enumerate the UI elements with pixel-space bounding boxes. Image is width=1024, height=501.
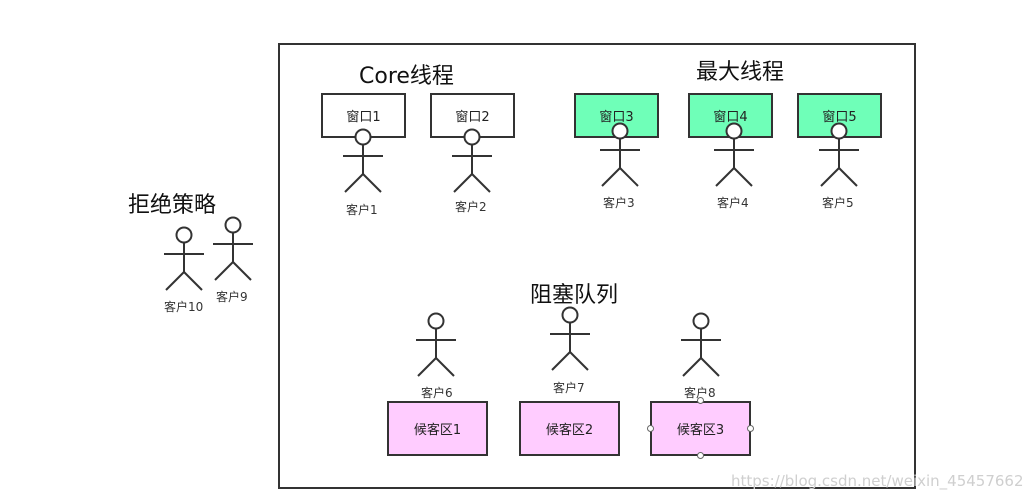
- customer-1-label: 客户1: [346, 203, 378, 217]
- waiting-area-1: 候客区1: [387, 401, 488, 456]
- customer-7-label: 客户7: [553, 381, 585, 395]
- customer-2-icon: [452, 128, 492, 193]
- thread-pool-frame: [278, 43, 916, 489]
- customer-10-label: 客户10: [164, 300, 204, 314]
- customer-8-icon: [681, 312, 721, 377]
- reject-policy-title: 拒绝策略: [128, 193, 217, 218]
- watermark: https://blog.csdn.net/weixin_45457662: [731, 472, 1024, 490]
- customer-10-icon: [164, 226, 204, 291]
- blocking-queue-title: 阻塞队列: [530, 283, 619, 308]
- customer-2-label: 客户2: [455, 200, 487, 214]
- window-5-label: 窗口5: [822, 110, 857, 125]
- selection-handle-right[interactable]: [747, 425, 754, 432]
- waiting-area-3-label: 候客区3: [676, 423, 725, 438]
- waiting-area-1-label: 候客区1: [413, 423, 462, 438]
- customer-4-icon: [714, 122, 754, 187]
- max-threads-title: 最大线程: [696, 60, 785, 85]
- customer-4-label: 客户4: [717, 196, 749, 210]
- waiting-area-3[interactable]: 候客区3: [650, 401, 751, 456]
- customer-5-icon: [819, 122, 859, 187]
- waiting-area-2: 候客区2: [519, 401, 620, 456]
- window-3: 窗口3: [574, 93, 659, 138]
- customer-9-label: 客户9: [216, 290, 248, 304]
- selection-handle-bottom[interactable]: [697, 452, 704, 459]
- customer-3-icon: [600, 122, 640, 187]
- window-1-label: 窗口1: [346, 110, 381, 125]
- customer-9-icon: [213, 216, 253, 281]
- customer-8-label: 客户8: [684, 386, 716, 400]
- customer-1-icon: [343, 128, 383, 193]
- core-threads-title: Core线程: [359, 64, 454, 89]
- customer-6-label: 客户6: [421, 386, 453, 400]
- window-2-label: 窗口2: [455, 110, 490, 125]
- selection-handle-top[interactable]: [697, 397, 704, 404]
- customer-7-icon: [550, 306, 590, 371]
- waiting-area-2-label: 候客区2: [545, 423, 594, 438]
- customer-5-label: 客户5: [822, 196, 854, 210]
- window-3-label: 窗口3: [599, 110, 634, 125]
- customer-3-label: 客户3: [603, 196, 635, 210]
- customer-6-icon: [416, 312, 456, 377]
- window-4-label: 窗口4: [713, 110, 748, 125]
- selection-handle-left[interactable]: [647, 425, 654, 432]
